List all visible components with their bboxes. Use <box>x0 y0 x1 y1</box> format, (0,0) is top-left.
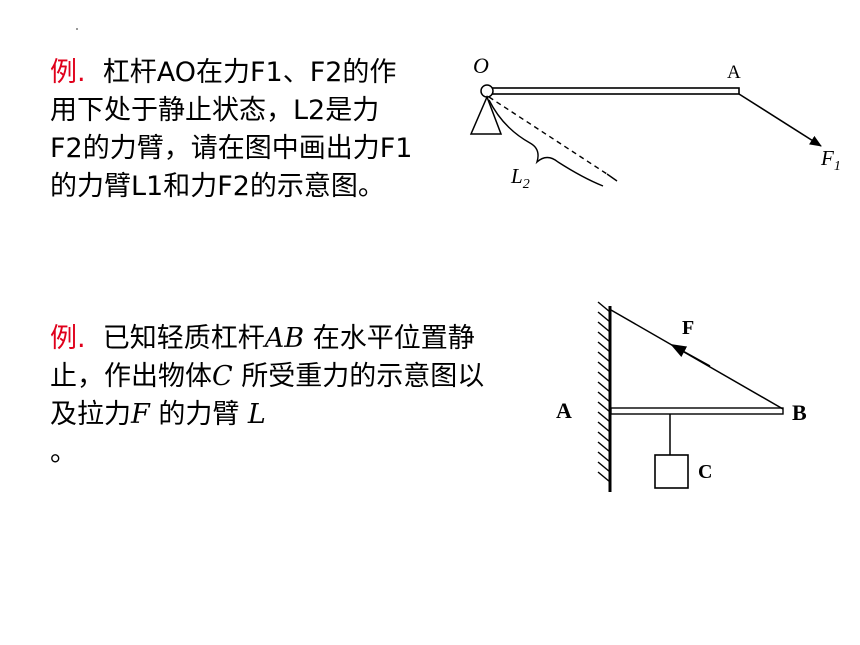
label-f: F <box>682 317 694 339</box>
problem-2-text-e: 。 <box>50 437 77 468</box>
label-a: A <box>556 398 572 423</box>
problem-2-prefix: 例. <box>50 323 86 354</box>
problem-2-text-d: 的力臂 <box>149 399 248 430</box>
lever-ao-diagram: O A L2 F1 <box>469 53 841 192</box>
problem-2-var-c: C <box>212 361 233 392</box>
label-f1: F1 <box>820 146 841 174</box>
problem-1-text: 例. 杠杆AO在力F1、F2的作用下处于静止状态，L2是力 F2的力臂，请在图中… <box>50 54 420 206</box>
f2-action-tip <box>606 173 618 182</box>
lever-ab-diagram: A B F C <box>556 301 807 492</box>
problem-2-text-c: 所受重力的示意图以及拉力 <box>50 361 485 430</box>
problem-2-var-ab: AB <box>264 323 305 354</box>
problem-1-body: 杠杆AO在力F1、F2的作用下处于静止状态，L2是力 F2的力臂，请在图中画出力… <box>50 57 413 202</box>
problem-2-var-l: L <box>247 399 266 430</box>
l2-brace <box>488 99 604 187</box>
label-c: C <box>698 461 712 483</box>
force-f-arrow <box>670 344 711 367</box>
problem-2-text-b: 在水平位置静止，作出物体 <box>50 323 475 392</box>
problem-2-text-a: 已知轻质杠杆 <box>102 323 265 354</box>
label-a: A <box>727 62 741 83</box>
pivot-triangle <box>469 95 503 135</box>
problem-2-var-f: F <box>131 399 150 430</box>
label-l2: L2 <box>510 164 530 192</box>
stray-dot <box>76 28 78 30</box>
label-b: B <box>792 400 807 425</box>
label-o: O <box>473 53 489 78</box>
lever-ab <box>610 407 784 415</box>
problem-2-text: 例. 已知轻质杠杆AB 在水平位置静止，作出物体C 所受重力的示意图以及拉力F … <box>50 320 500 472</box>
f1-arrow <box>738 93 822 147</box>
f2-action-line <box>488 96 608 175</box>
block-c <box>654 454 689 489</box>
lever-bar <box>486 87 740 95</box>
problem-1-prefix: 例. <box>50 57 86 88</box>
wall-hatching <box>597 301 611 483</box>
